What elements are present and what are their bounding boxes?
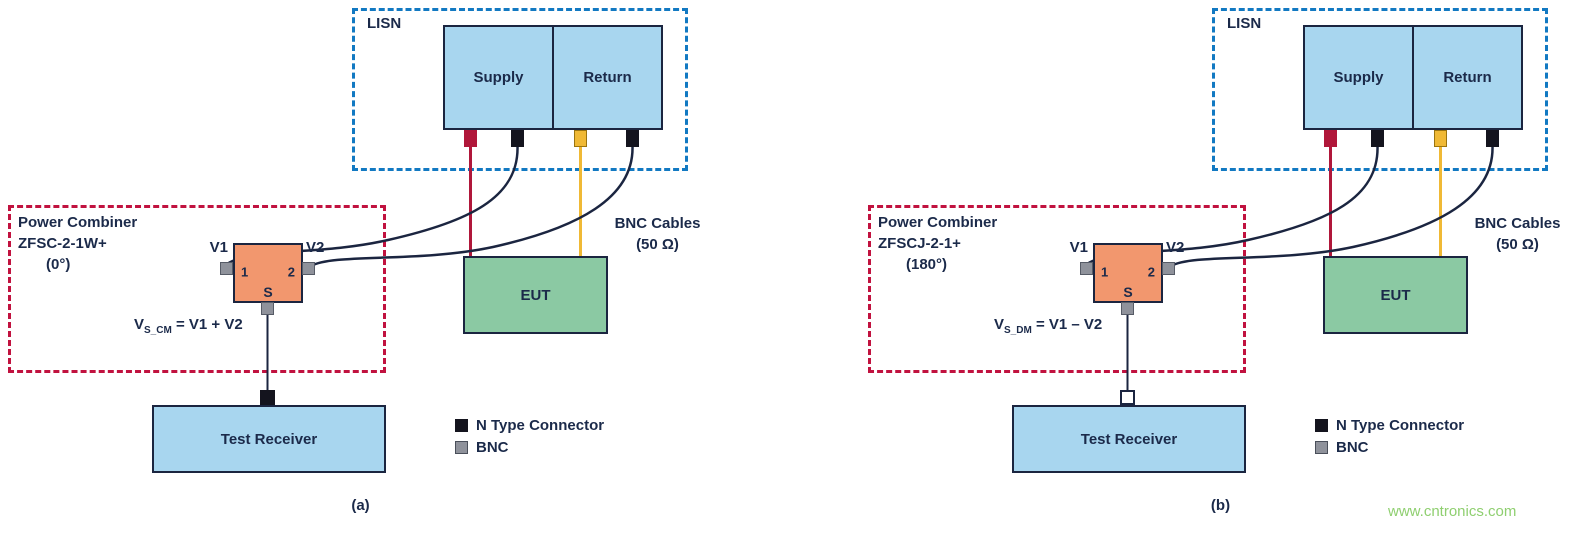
lisn-unit: Supply Return: [443, 25, 663, 130]
power-combiner-boundary: [868, 205, 1246, 373]
output-formula: VS_CM = V1 + V2: [134, 316, 243, 336]
bnc-cables-line1: BNC Cables: [1474, 215, 1561, 232]
combiner-port1-number: 1: [241, 264, 249, 280]
combiner-name-line1: Power Combiner: [878, 214, 998, 231]
bnc-cable-to-port2: [1169, 144, 1494, 268]
combiner-bnc-port-1: [1080, 262, 1093, 275]
eut-box: EUT: [1323, 256, 1468, 334]
eut-box: EUT: [463, 256, 608, 334]
connector-legend: N Type Connector BNC: [1315, 414, 1464, 458]
bnc-cable-to-port2: [309, 144, 634, 268]
combiner-bnc-port-2: [302, 262, 315, 275]
lisn-boundary: LISN: [1212, 8, 1548, 171]
power-combiner-boundary: [8, 205, 386, 373]
combiner-bnc-port-2: [1162, 262, 1175, 275]
input-v2-label: V2: [306, 239, 325, 256]
n-type-swatch-icon: [1315, 418, 1328, 432]
combiner-bnc-port-1: [220, 262, 233, 275]
watermark: www.cntronics.com: [1388, 503, 1517, 520]
bnc-swatch-icon: [1315, 440, 1328, 454]
input-v1-label: V1: [1069, 239, 1088, 256]
legend-row-bnc: BNC: [455, 436, 604, 458]
bnc-cables-label: BNC Cables (50 Ω): [600, 213, 715, 255]
connector-legend: N Type Connector BNC: [455, 414, 604, 458]
combiner-bnc-port-s: [261, 302, 274, 315]
combiner-port2-number: 2: [287, 264, 295, 280]
n-type-legend-label: N Type Connector: [1336, 416, 1465, 434]
bnc-connector-yellow: [574, 130, 587, 147]
test-receiver-box: Test Receiver: [1012, 405, 1246, 473]
formula-subscript: S_CM: [144, 325, 172, 336]
panel-caption-b: (b): [1210, 497, 1231, 514]
combiner-name-line2: ZFSCJ-2-1+: [878, 235, 961, 252]
bnc-cables-line2: (50 Ω): [1496, 236, 1539, 253]
setup-panel-a: LISN Supply Return Power Combiner ZFSC-2…: [0, 0, 721, 535]
bnc-cables-line2: (50 Ω): [636, 236, 679, 253]
test-receiver-box: Test Receiver: [152, 405, 386, 473]
panel-caption-a: (a): [351, 497, 370, 514]
formula-rest: = V1 – V2: [1031, 316, 1103, 333]
bnc-legend-label: BNC: [1336, 438, 1369, 456]
n-type-connector-2: [626, 130, 639, 147]
input-v1-label: V1: [209, 239, 228, 256]
formula-subscript: S_DM: [1004, 325, 1032, 336]
lisn-label: LISN: [1227, 15, 1262, 32]
combiner-phase: (180°): [906, 256, 948, 273]
setup-panel-b: LISN Supply Return Power Combiner ZFSCJ-…: [860, 0, 1581, 535]
receiver-input-connector: [1120, 390, 1135, 405]
n-type-connector-2: [1486, 130, 1499, 147]
return-block: Return: [583, 69, 632, 86]
power-combiner-title: Power Combiner ZFSC-2-1W+ (0°): [18, 212, 137, 275]
formula-v: V: [134, 316, 145, 333]
lisn-boundary: LISN: [352, 8, 688, 171]
lisn-unit: Supply Return: [1303, 25, 1523, 130]
bnc-swatch-icon: [455, 440, 468, 454]
n-type-connector-red: [1324, 130, 1337, 147]
supply-block: Supply: [1305, 27, 1414, 128]
combiner-name-line2: ZFSC-2-1W+: [18, 235, 107, 252]
formula-v: V: [994, 316, 1005, 333]
legend-row-n-type: N Type Connector: [455, 414, 604, 436]
lisn-label: LISN: [367, 15, 402, 32]
bnc-connector-yellow: [1434, 130, 1447, 147]
combiner-name-line1: Power Combiner: [18, 214, 138, 231]
power-combiner: 1 2 S: [1093, 243, 1163, 303]
bnc-legend-label: BNC: [476, 438, 509, 456]
legend-row-n-type: N Type Connector: [1315, 414, 1464, 436]
receiver-input-connector: [260, 390, 275, 405]
bnc-cables-label: BNC Cables (50 Ω): [1460, 213, 1575, 255]
legend-row-bnc: BNC: [1315, 436, 1464, 458]
power-combiner: 1 2 S: [233, 243, 303, 303]
combiner-sum-port-letter: S: [263, 284, 273, 300]
n-type-connector-1: [511, 130, 524, 147]
combiner-bnc-port-s: [1121, 302, 1134, 315]
power-combiner-title: Power Combiner ZFSCJ-2-1+ (180°): [878, 212, 997, 275]
bnc-cables-line1: BNC Cables: [614, 215, 701, 232]
combiner-sum-port-letter: S: [1123, 284, 1133, 300]
wiring: [225, 144, 634, 392]
return-block: Return: [1443, 69, 1492, 86]
n-type-connector-1: [1371, 130, 1384, 147]
combiner-phase: (0°): [46, 256, 71, 273]
supply-block: Supply: [445, 27, 554, 128]
formula-rest: = V1 + V2: [171, 316, 243, 333]
output-formula: VS_DM = V1 – V2: [994, 316, 1102, 336]
input-v2-label: V2: [1166, 239, 1185, 256]
n-type-connector-red: [464, 130, 477, 147]
combiner-port1-number: 1: [1101, 264, 1109, 280]
n-type-legend-label: N Type Connector: [476, 416, 605, 434]
n-type-swatch-icon: [455, 418, 468, 432]
combiner-port2-number: 2: [1147, 264, 1155, 280]
